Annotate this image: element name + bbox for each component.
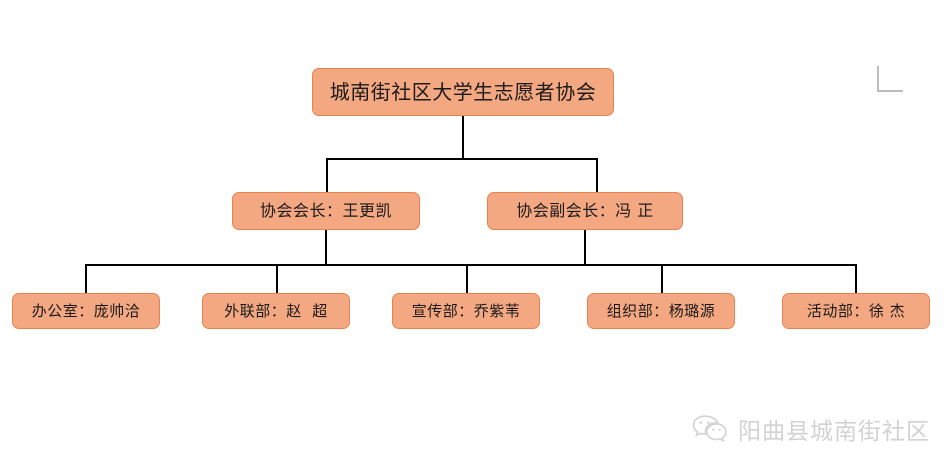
connector-to-president	[326, 158, 328, 192]
connector-root-stem	[462, 116, 464, 159]
org-node-vice-president[interactable]: 协会副会长：冯 正	[487, 192, 683, 230]
corner-bracket-icon	[877, 66, 903, 92]
connector-to-liaison	[276, 264, 278, 293]
connector-to-vice-president	[596, 158, 598, 192]
org-node-office[interactable]: 办公室：庞帅洽	[12, 293, 160, 329]
org-node-activity[interactable]: 活动部：徐 杰	[782, 293, 930, 329]
org-node-liaison[interactable]: 外联部：赵 超	[202, 293, 350, 329]
connector-to-activity	[855, 264, 857, 293]
connector-vice-president-stem	[584, 230, 586, 265]
org-node-president[interactable]: 协会会长：王更凯	[232, 192, 420, 230]
org-node-organization[interactable]: 组织部：杨璐源	[587, 293, 735, 329]
footer-watermark: 阳曲县城南街社区	[692, 412, 930, 446]
connector-to-office	[85, 264, 87, 293]
connector-to-organization	[661, 264, 663, 293]
org-node-root[interactable]: 城南街社区大学生志愿者协会	[312, 68, 614, 116]
connector-department-bar	[85, 264, 856, 266]
watermark-text: 阳曲县城南街社区	[738, 419, 930, 445]
org-node-publicity[interactable]: 宣传部：乔紫苇	[392, 293, 540, 329]
connector-level2-bar	[326, 158, 598, 160]
connector-president-stem	[325, 230, 327, 265]
wechat-icon	[692, 414, 728, 444]
connector-to-publicity	[466, 264, 468, 293]
